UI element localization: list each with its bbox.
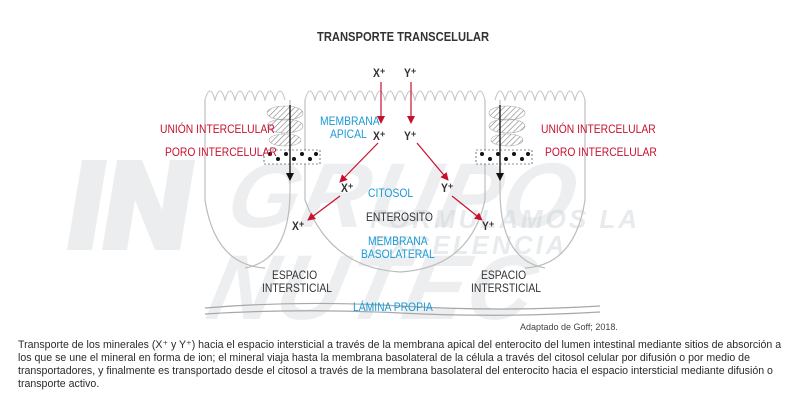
junction-left-1 xyxy=(266,105,304,121)
lamina-propia-line-top xyxy=(204,302,601,310)
ion-y-citosol: Y⁺ xyxy=(441,181,454,195)
arrow-x-citosol xyxy=(339,142,379,183)
pore-right-dots xyxy=(480,152,530,161)
enterocyte-outline xyxy=(304,100,486,273)
cell-left-right-wall xyxy=(244,100,291,269)
pore-right xyxy=(475,149,533,165)
source-note: Adaptado de Goff; 2018. xyxy=(520,322,618,332)
label-espacio-left: ESPACIO xyxy=(272,268,318,282)
label-membrana-apical-1: MEMBRANA xyxy=(320,114,380,128)
label-lamina-propia: LÁMINA PROPIA xyxy=(353,300,433,314)
ion-x-lumen: X⁺ xyxy=(373,66,386,80)
label-poro-intercelular-left: PORO INTERCELULAR xyxy=(165,145,277,159)
label-union-intercelular-left: UNIÓN INTERCELULAR xyxy=(160,122,275,136)
junction-right-2 xyxy=(488,118,526,134)
microvilli-left xyxy=(204,90,286,103)
arrow-y-basolateral xyxy=(451,195,483,221)
junction-right-1 xyxy=(488,105,526,121)
label-poro-intercelular-right: PORO INTERCELULAR xyxy=(545,145,657,159)
watermark-slogan: FORMULAMOS LA EXCELENCIA xyxy=(370,204,640,260)
cell-right-left-wall xyxy=(499,100,546,269)
label-union-intercelular-right: UNIÓN INTERCELULAR xyxy=(541,122,656,136)
transport-diagram xyxy=(204,82,601,316)
microvilli-right xyxy=(494,90,586,103)
lamina-propia-line-bottom xyxy=(204,310,601,316)
label-espacio-right: ESPACIO xyxy=(481,268,527,282)
ion-x-citosol: X⁺ xyxy=(341,181,354,195)
pore-left-dots xyxy=(268,152,318,161)
label-intersticial-left: INTERSTICIAL xyxy=(262,281,332,295)
label-citosol: CITOSOL xyxy=(368,186,414,200)
figure-caption: Transporte de los minerales (X⁺ y Y⁺) ha… xyxy=(18,339,782,390)
ion-x-intersticial: X⁺ xyxy=(292,219,305,233)
ion-y-lumen: Y⁺ xyxy=(404,66,417,80)
arrow-x-basolateral xyxy=(307,195,341,221)
ion-x-apical: X⁺ xyxy=(373,129,386,143)
label-intersticial-right: INTERSTICIAL xyxy=(471,281,541,295)
microvilli-center xyxy=(304,90,486,103)
grupo-nutec-logo-icon xyxy=(67,160,195,250)
junction-left-3 xyxy=(268,133,302,147)
diagram-title: TRANSPORTE TRANSCELULAR xyxy=(317,29,490,44)
arrow-y-citosol xyxy=(416,142,449,181)
label-membrana-apical-2: APICAL xyxy=(330,127,367,141)
label-enterosito: ENTEROSITO xyxy=(366,210,433,224)
junction-left-2 xyxy=(266,118,304,134)
junction-right-3 xyxy=(490,133,524,147)
label-membrana-basolateral-2: BASOLATERAL xyxy=(361,247,435,261)
ion-y-intersticial: Y⁺ xyxy=(482,219,495,233)
ion-y-apical: Y⁺ xyxy=(404,129,417,143)
cell-right-outline xyxy=(524,100,586,269)
label-membrana-basolateral-1: MEMBRANA xyxy=(368,234,428,248)
